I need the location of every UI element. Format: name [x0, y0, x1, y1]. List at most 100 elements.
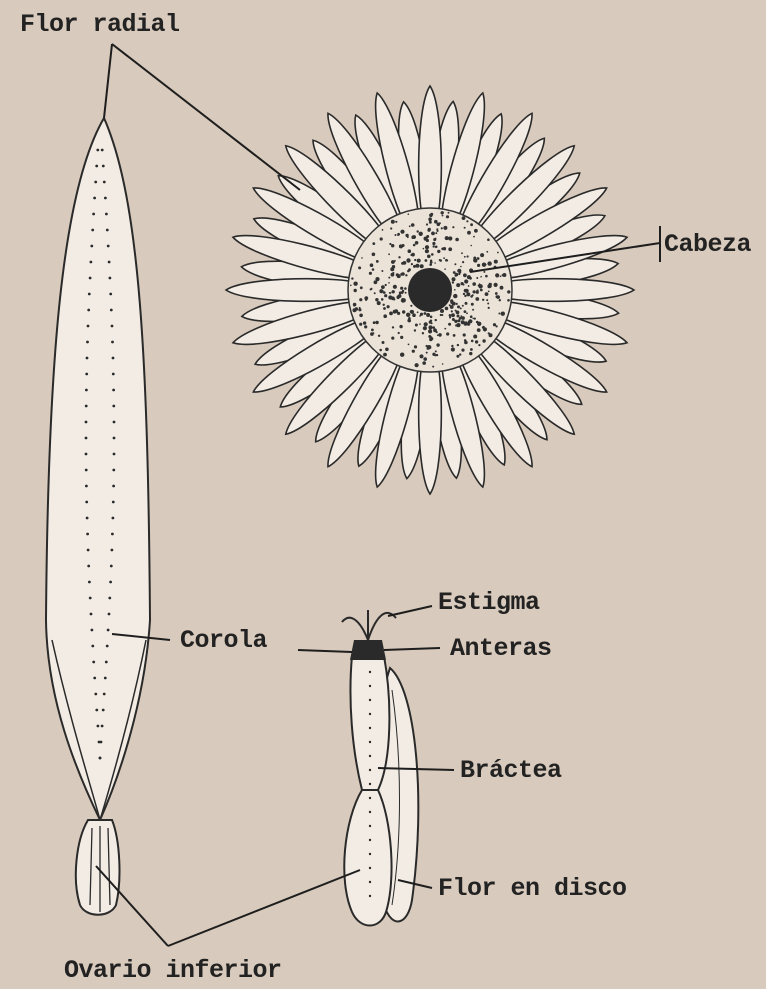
- disc-speckle: [445, 307, 449, 311]
- leader-ovario-to-disc: [168, 870, 360, 946]
- disc-speckle: [383, 291, 386, 294]
- disc-speckle: [465, 289, 469, 293]
- disc-speckle: [452, 302, 456, 306]
- disc-speckle: [385, 348, 389, 352]
- disc-speckle: [371, 329, 374, 332]
- disc-speckle: [402, 310, 405, 313]
- disc-speckle: [415, 363, 419, 367]
- disc-speckle: [415, 264, 419, 268]
- disc-speckle: [399, 244, 403, 248]
- disc-speckle: [459, 353, 461, 355]
- disc-speckle: [467, 255, 469, 257]
- disc-speckle: [430, 336, 432, 338]
- disc-speckle: [485, 275, 488, 278]
- disc-speckle: [383, 304, 385, 306]
- disc-speckle: [419, 315, 421, 317]
- disc-speckle: [464, 227, 466, 229]
- disc-speckle: [370, 288, 372, 290]
- disc-speckle: [446, 215, 449, 218]
- disc-speckle: [477, 322, 481, 326]
- disc-speckle: [426, 313, 430, 317]
- disc-speckle: [388, 282, 390, 284]
- disc-speckle: [446, 260, 448, 262]
- disc-speckle: [499, 299, 501, 301]
- disc-speckle: [400, 287, 403, 290]
- disc-speckle: [495, 292, 498, 295]
- disc-speckle: [358, 266, 361, 269]
- disc-speckle: [452, 226, 454, 228]
- disc-speckle: [372, 268, 375, 271]
- disc-speckle: [432, 326, 435, 329]
- disc-speckle: [494, 260, 498, 264]
- disc-speckle: [486, 251, 488, 253]
- disc-speckle: [470, 315, 473, 318]
- corolla-vein-dot: [112, 373, 115, 376]
- disc-speckle: [423, 357, 427, 361]
- disc-flower-vein-dot: [369, 811, 371, 813]
- daisy-petal: [226, 279, 364, 302]
- disc-speckle: [507, 290, 510, 293]
- disc-speckle: [408, 317, 411, 320]
- disc-speckle: [408, 213, 410, 215]
- disc-speckle: [477, 328, 481, 332]
- corolla-vein-dot: [111, 533, 114, 536]
- disc-speckle: [429, 321, 432, 324]
- disc-speckle: [407, 270, 410, 273]
- disc-speckle: [497, 252, 499, 254]
- disc-speckle: [451, 310, 453, 312]
- disc-speckle: [473, 236, 475, 238]
- disc-speckle: [434, 262, 436, 264]
- disc-speckle: [449, 316, 451, 318]
- disc-speckle: [425, 249, 429, 253]
- corolla-vein-dot: [101, 725, 104, 728]
- disc-speckle: [411, 235, 415, 239]
- disc-flower-ovary: [344, 790, 391, 926]
- disc-speckle: [436, 331, 438, 333]
- disc-speckle: [470, 245, 472, 247]
- disc-speckle: [419, 232, 423, 236]
- disc-speckle: [359, 314, 363, 318]
- disc-speckle: [487, 303, 489, 305]
- label-flor-radial: Flor radial: [20, 10, 180, 39]
- disc-speckle: [431, 253, 434, 256]
- corolla-vein-dot: [111, 341, 114, 344]
- disc-speckle: [385, 284, 387, 286]
- disc-speckle: [472, 294, 474, 296]
- disc-speckle: [391, 244, 394, 247]
- disc-speckle: [387, 305, 390, 308]
- corolla-vein-dot: [87, 565, 90, 568]
- corolla-vein-dot: [110, 309, 113, 312]
- corolla-vein-dot: [85, 373, 88, 376]
- daisy-petal: [496, 279, 634, 302]
- disc-speckle: [425, 259, 428, 262]
- disc-flower-anthers: [350, 640, 386, 660]
- disc-speckle: [496, 295, 500, 299]
- disc-speckle: [400, 336, 403, 339]
- disc-speckle: [485, 292, 489, 296]
- corolla-vein-dot: [103, 181, 106, 184]
- disc-speckle: [441, 227, 443, 229]
- disc-speckle: [364, 325, 367, 328]
- disc-speckle: [430, 316, 433, 319]
- disc-speckle: [378, 335, 380, 337]
- corolla-vein-dot: [112, 469, 115, 472]
- corolla-vein-dot: [109, 581, 112, 584]
- disc-speckle: [380, 237, 383, 240]
- disc-speckle: [443, 226, 447, 230]
- disc-speckle: [426, 345, 428, 347]
- label-anteras: Anteras: [450, 634, 552, 663]
- disc-speckle: [466, 312, 468, 314]
- disc-speckle: [435, 319, 437, 321]
- disc-speckle: [483, 271, 485, 273]
- disc-speckle: [424, 237, 428, 241]
- corolla-vein-dot: [88, 581, 91, 584]
- corolla-vein-dot: [85, 453, 88, 456]
- disc-speckle: [455, 273, 459, 277]
- disc-speckle: [420, 354, 424, 358]
- disc-speckle: [448, 247, 452, 251]
- disc-flower-vein-dot: [369, 671, 371, 673]
- disc-speckle: [351, 277, 353, 279]
- disc-speckle: [422, 332, 424, 334]
- disc-speckle: [424, 322, 428, 326]
- disc-speckle: [399, 325, 402, 328]
